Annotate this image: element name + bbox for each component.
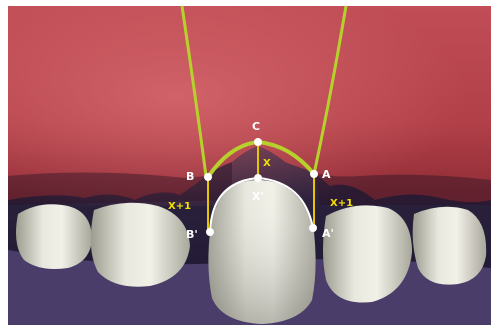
tooth-left-far <box>16 204 92 269</box>
point-a-prime <box>309 224 317 232</box>
label-x-plus-1-right: X+1 <box>330 198 353 209</box>
label-x-plus-1-left: X+1 <box>168 201 191 212</box>
label-a: A <box>322 168 331 181</box>
tooth-left-lateral <box>91 203 190 287</box>
label-a-prime: A' <box>322 227 334 240</box>
label-b-prime: B' <box>186 228 198 241</box>
label-c: C <box>252 120 260 133</box>
label-b: B <box>186 170 194 183</box>
label-x-prime: X' <box>252 190 264 203</box>
point-b-prime <box>206 228 214 236</box>
label-x: X <box>263 158 271 169</box>
point-b <box>204 173 212 181</box>
point-x-prime <box>254 174 262 182</box>
tooth-right-canine <box>413 207 487 285</box>
point-a <box>310 170 318 178</box>
point-c <box>254 138 262 146</box>
